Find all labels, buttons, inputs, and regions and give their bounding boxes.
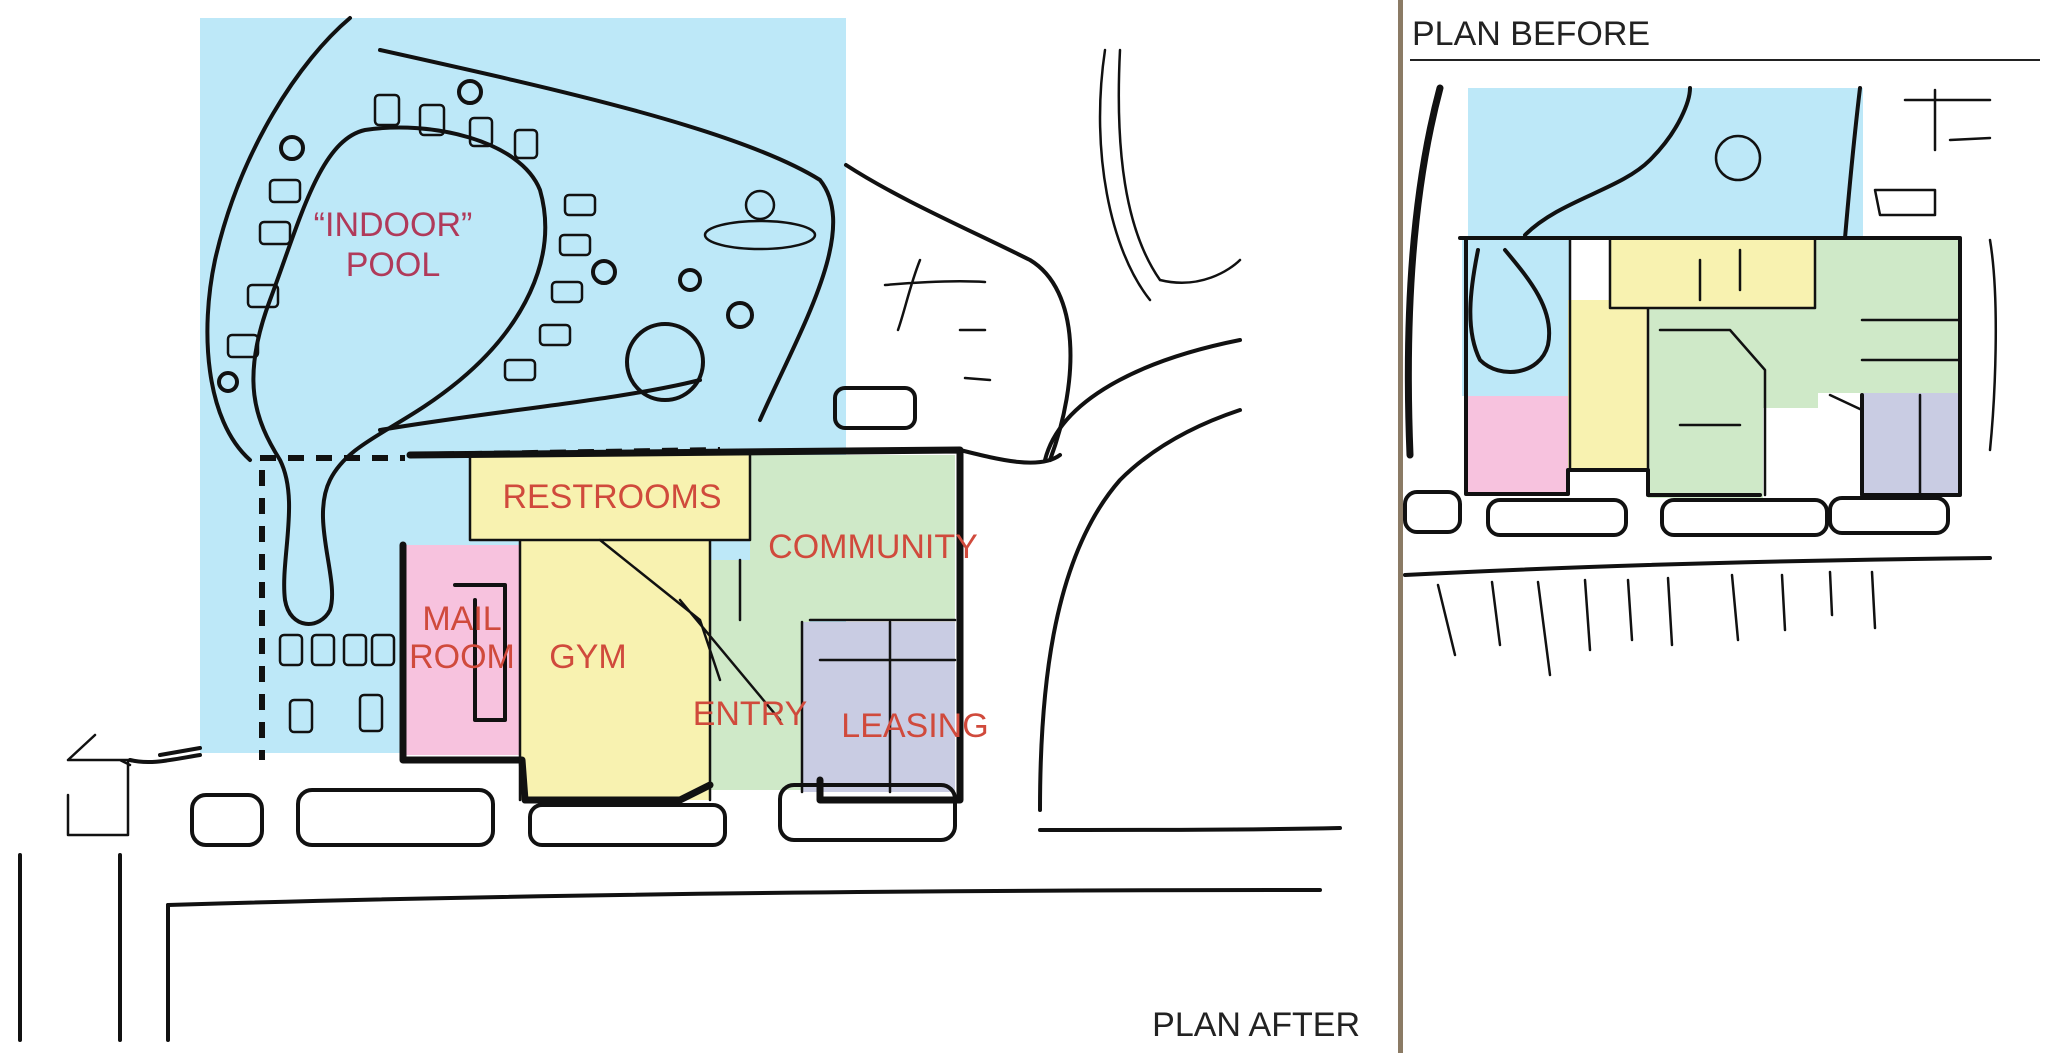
before-pool-outline [1468,248,1552,374]
pool-deck-outline [205,16,836,462]
before-road [1403,556,1992,577]
pool-label-line1: “INDOOR” [314,206,473,244]
path-outline [844,163,1073,462]
before-parking-stripes [1436,570,1877,677]
before-interior-walls [1568,236,1962,497]
restrooms-zone [470,455,750,540]
leasing-label: LEASING [841,707,988,745]
before-pool-zone [1468,88,1863,238]
hot-tub-circle [625,322,705,402]
before-entry-zone [1763,308,1818,408]
mail-room-wall [453,583,507,722]
plan-before-heading: PLAN BEFORE [1412,15,1650,53]
marker-cross [883,258,992,382]
pool-rings [217,79,754,393]
pool-feature [703,219,817,251]
before-restrooms-zone [1610,238,1815,308]
gym-label: GYM [549,638,626,676]
restrooms-label: RESTROOMS [502,478,721,516]
before-leasing-zone [1862,393,1960,495]
lounge-chairs [226,93,597,734]
community-label: COMMUNITY [768,528,978,566]
before-parking-islands [1403,490,1950,537]
plan-before-drawing: PLAN BEFORE [1403,15,2040,677]
road-edge-top [166,888,1322,907]
before-right-sketch [1873,88,1998,452]
mail-room-label-line1: MAIL [422,600,501,638]
before-gym-zone [1568,300,1648,470]
pool-feature-small [744,189,776,221]
parking-islands [190,386,957,847]
plan-after-drawing: “INDOOR” POOL RESTROOMS COMMUNITY MAIL R… [18,16,1360,1044]
pool-label-line2: POOL [346,246,440,284]
building-dashed-wall [259,447,721,760]
road-edge-vertical [18,853,170,1042]
plan-divider [1398,0,1403,1053]
drive-curve [958,338,1342,832]
building-outline [399,446,964,804]
plan-after-heading: PLAN AFTER [1152,1006,1360,1044]
before-hot-tub [1714,134,1762,182]
leasing-zone [802,622,955,792]
tree-sketch [1098,48,1242,302]
gym-zone [520,540,710,800]
gate-sketch [66,733,132,837]
entry-zone [710,560,810,790]
mail-room-label-line2: ROOM [409,638,515,676]
interior-walls [468,453,957,802]
before-deck-curve [1523,86,1862,240]
before-mail-zone [1466,396,1570,494]
before-community-zone [1648,308,1763,498]
entry-label: ENTRY [693,695,808,733]
before-community-zone-right [1815,238,1960,393]
before-left-edge [1404,84,1444,459]
before-building-outline [1458,236,1962,497]
walkway-left [128,746,202,765]
